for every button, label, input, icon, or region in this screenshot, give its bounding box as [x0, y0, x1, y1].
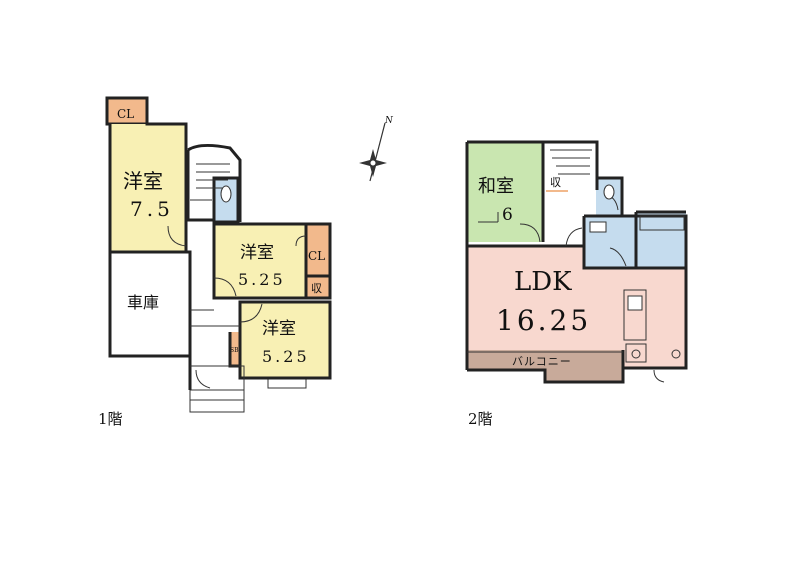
garage-label: 車庫 — [127, 293, 159, 312]
closet-fill-2 — [306, 224, 330, 276]
storage-label-2: 収 — [550, 176, 561, 189]
toilet-icon-2 — [603, 184, 615, 200]
room-western-7-5 — [110, 124, 186, 252]
door-swing-5 — [295, 235, 307, 247]
walls-floor-2 — [465, 140, 688, 384]
thin-lines-floor-2 — [467, 149, 685, 363]
door-swing-2 — [213, 277, 237, 297]
room-name-2: 洋室 — [240, 243, 274, 263]
balcony — [467, 350, 623, 370]
door-swing-1 — [167, 225, 187, 247]
room-size-1: 7.5 — [130, 197, 174, 221]
compass: N — [359, 116, 394, 182]
door-swing-4 — [195, 369, 211, 389]
storage-fill-1 — [306, 276, 330, 298]
shoe-box-fill — [230, 332, 240, 366]
room-western-5-25-a — [214, 224, 306, 298]
room-ldk — [467, 246, 686, 368]
room-size-japanese: 6 — [502, 205, 513, 225]
floor-2-caption: 2階 — [468, 410, 493, 428]
door-swing-6 — [519, 223, 541, 243]
walls-floor-1 — [107, 96, 332, 390]
compass-needle — [369, 122, 386, 182]
garage — [110, 252, 190, 356]
ldk-label: LDK — [514, 267, 572, 297]
ldk-size: 16.25 — [496, 304, 591, 337]
door-swing-10 — [653, 369, 665, 383]
room-western-5-25-b — [240, 302, 330, 378]
floor-1-caption: 1階 — [98, 410, 123, 428]
sink-icon — [589, 221, 607, 233]
balcony-label: バルコニー — [512, 355, 572, 368]
toilet-icon-1 — [220, 185, 232, 203]
fridge-icon — [671, 349, 681, 359]
entry-step-1 — [189, 389, 245, 401]
compass-north-label: N — [384, 116, 394, 126]
room-size-3: 5.25 — [262, 347, 310, 366]
kitchen-sink-icon — [627, 295, 643, 311]
storage-label-1: 収 — [311, 282, 322, 295]
floor-2 — [465, 140, 688, 384]
room-name-3: 洋室 — [262, 319, 296, 339]
room-name-1: 洋室 — [123, 169, 163, 193]
closet-label-1: CL — [117, 107, 134, 121]
stove-icon — [631, 349, 641, 359]
closet-label-2: CL — [308, 249, 325, 263]
compass-center — [369, 159, 377, 167]
balcony-bump — [545, 368, 623, 382]
door-swing-7 — [565, 227, 583, 247]
room-size-2: 5.25 — [238, 270, 286, 289]
room-japanese — [467, 142, 543, 242]
door-swing-3 — [239, 303, 263, 323]
entry-step-2 — [189, 399, 245, 413]
bathroom — [636, 212, 686, 268]
floor-1 — [105, 96, 332, 413]
door-swing-9 — [609, 247, 627, 267]
thin-lines-floor-1 — [190, 163, 245, 390]
room-name-japanese: 和室 — [478, 176, 514, 197]
shoe-box-label: SB — [230, 347, 239, 354]
